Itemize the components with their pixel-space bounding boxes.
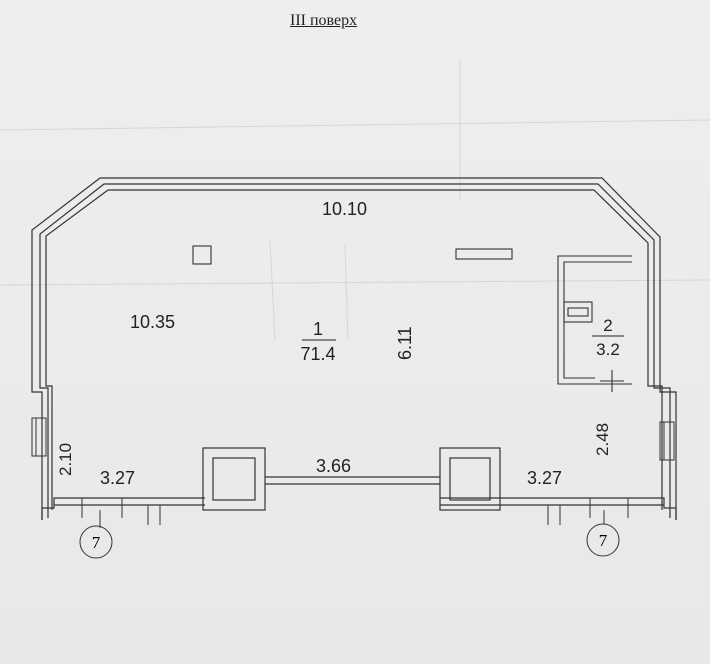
room-1-area: 71.4 bbox=[300, 344, 335, 364]
room-2-area: 3.2 bbox=[596, 340, 620, 359]
shaft-box bbox=[192, 245, 212, 265]
dim-top: 10.10 bbox=[322, 199, 367, 219]
background-ghost-lines bbox=[0, 60, 710, 341]
windows bbox=[31, 417, 675, 525]
dim-bottom-left: 3.27 bbox=[100, 468, 135, 488]
axis-circle-right bbox=[586, 523, 620, 557]
dim-height-main: 6.11 bbox=[395, 326, 415, 360]
outer-wall bbox=[31, 177, 677, 520]
axis-circle-left bbox=[79, 525, 113, 559]
room-1-number: 1 bbox=[313, 319, 323, 339]
axis-label-right: 7 bbox=[599, 531, 608, 550]
dim-bottom-mid: 3.66 bbox=[316, 456, 351, 476]
dim-bottom-right: 3.27 bbox=[527, 468, 562, 488]
axis-markers bbox=[79, 510, 620, 559]
interior-features bbox=[192, 245, 513, 265]
axis-label-left: 7 bbox=[92, 533, 101, 552]
room-2-number: 2 bbox=[603, 316, 612, 335]
vent-box bbox=[455, 248, 513, 260]
floor-title: III поверх bbox=[290, 12, 358, 29]
dim-left-low: 2.10 bbox=[56, 443, 75, 476]
dim-right-low: 2.48 bbox=[593, 423, 612, 456]
columns bbox=[202, 447, 501, 511]
dim-left: 10.35 bbox=[130, 312, 175, 332]
room-2-walls bbox=[557, 255, 632, 392]
